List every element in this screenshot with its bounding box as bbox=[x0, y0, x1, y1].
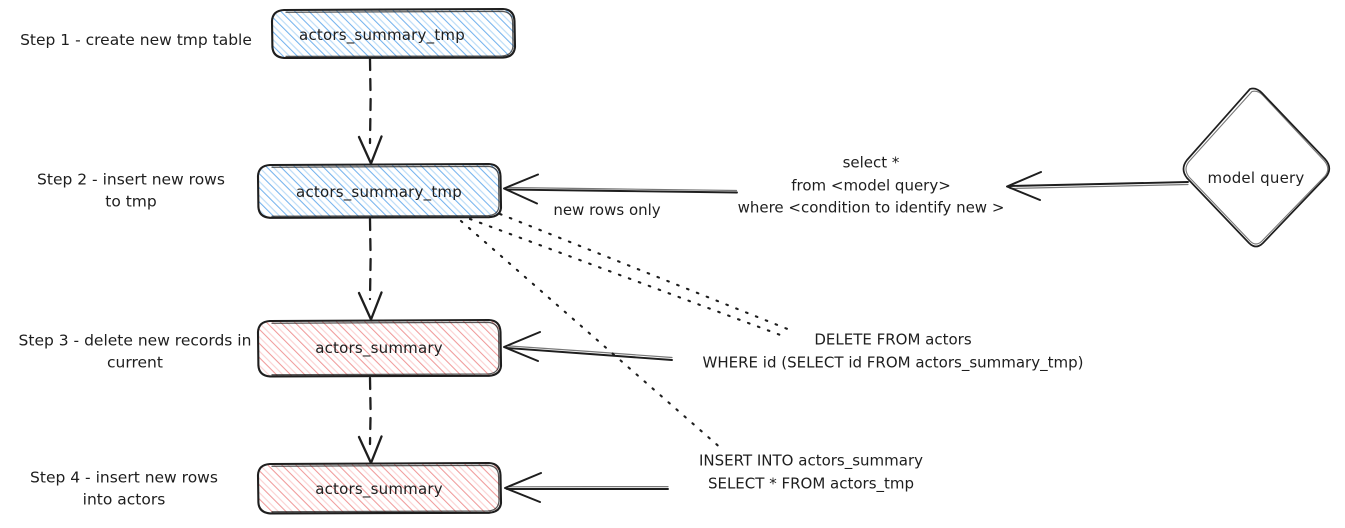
diamond-shape-sketch bbox=[1185, 90, 1329, 245]
box3-shape bbox=[256, 318, 503, 378]
arrow-delete-head bbox=[503, 331, 541, 362]
arrow-diamond-line-sketch bbox=[1009, 183, 1189, 190]
arrow-box3-to-box4 bbox=[357, 376, 383, 465]
arrow-insert-head bbox=[504, 472, 542, 503]
step-label-4: Step 4 - insert new rows into actors bbox=[30, 468, 218, 509]
arrow-box1-to-box2 bbox=[357, 57, 383, 165]
diamond-shape bbox=[1182, 87, 1331, 248]
arrow-box2-to-box3 bbox=[357, 217, 383, 321]
arrow-delete-line bbox=[506, 347, 673, 361]
arrow-new-rows-to-box2 bbox=[503, 173, 738, 205]
box1-shape bbox=[270, 7, 517, 60]
node-box2[interactable] bbox=[256, 162, 503, 219]
arrow-diamond-line bbox=[1009, 181, 1189, 187]
arrow-delete-line-sketch bbox=[506, 345, 673, 359]
edge-label-new-rows-only: new rows only bbox=[553, 200, 661, 219]
dotted-connectors bbox=[459, 212, 792, 452]
step-label-3: Step 3 - delete new records in current bbox=[18, 331, 252, 372]
dotted-connector-2 bbox=[468, 217, 785, 338]
arrow-new-rows-head bbox=[503, 173, 539, 205]
box2-shape-sketch bbox=[271, 165, 500, 217]
arrow-box1-to-box2-line bbox=[368, 57, 372, 145]
node-box4[interactable] bbox=[256, 461, 503, 515]
node-box1[interactable] bbox=[270, 7, 517, 60]
arrow-insert-to-box4 bbox=[504, 472, 669, 503]
arrow-box2-to-box3-head bbox=[357, 291, 383, 321]
step-label-2: Step 2 - insert new rows to tmp bbox=[37, 170, 225, 211]
arrow-box3-to-box4-line bbox=[368, 376, 372, 446]
node-box3[interactable] bbox=[256, 318, 503, 378]
arrow-diamond-to-sql bbox=[1006, 171, 1189, 201]
edge-label-delete-sql: DELETE FROM actors WHERE id (SELECT id F… bbox=[702, 330, 1084, 372]
step-label-1: Step 1 - create new tmp table bbox=[20, 30, 252, 49]
node-diamond-model-query[interactable] bbox=[1182, 87, 1331, 248]
arrow-box1-to-box2-head bbox=[357, 135, 383, 165]
arrow-delete-to-box3 bbox=[503, 331, 673, 362]
arrow-new-rows-line-sketch bbox=[506, 186, 738, 192]
edge-label-insert-sql: INSERT INTO actors_summary SELECT * FROM… bbox=[698, 451, 924, 493]
arrow-new-rows-line bbox=[506, 188, 738, 194]
box4-shape bbox=[256, 461, 503, 515]
box1-shape-sketch bbox=[285, 10, 514, 58]
arrow-box3-to-box4-head bbox=[357, 435, 383, 465]
box2-shape bbox=[256, 162, 503, 219]
edge-label-model-query-sql: select * from <model query> where <condi… bbox=[737, 153, 1005, 217]
box3-shape-sketch bbox=[271, 321, 500, 376]
dotted-connector-1 bbox=[498, 212, 792, 332]
arrow-box2-to-box3-line bbox=[368, 217, 372, 301]
box4-shape-sketch bbox=[271, 464, 500, 513]
arrow-diamond-head bbox=[1006, 171, 1042, 201]
